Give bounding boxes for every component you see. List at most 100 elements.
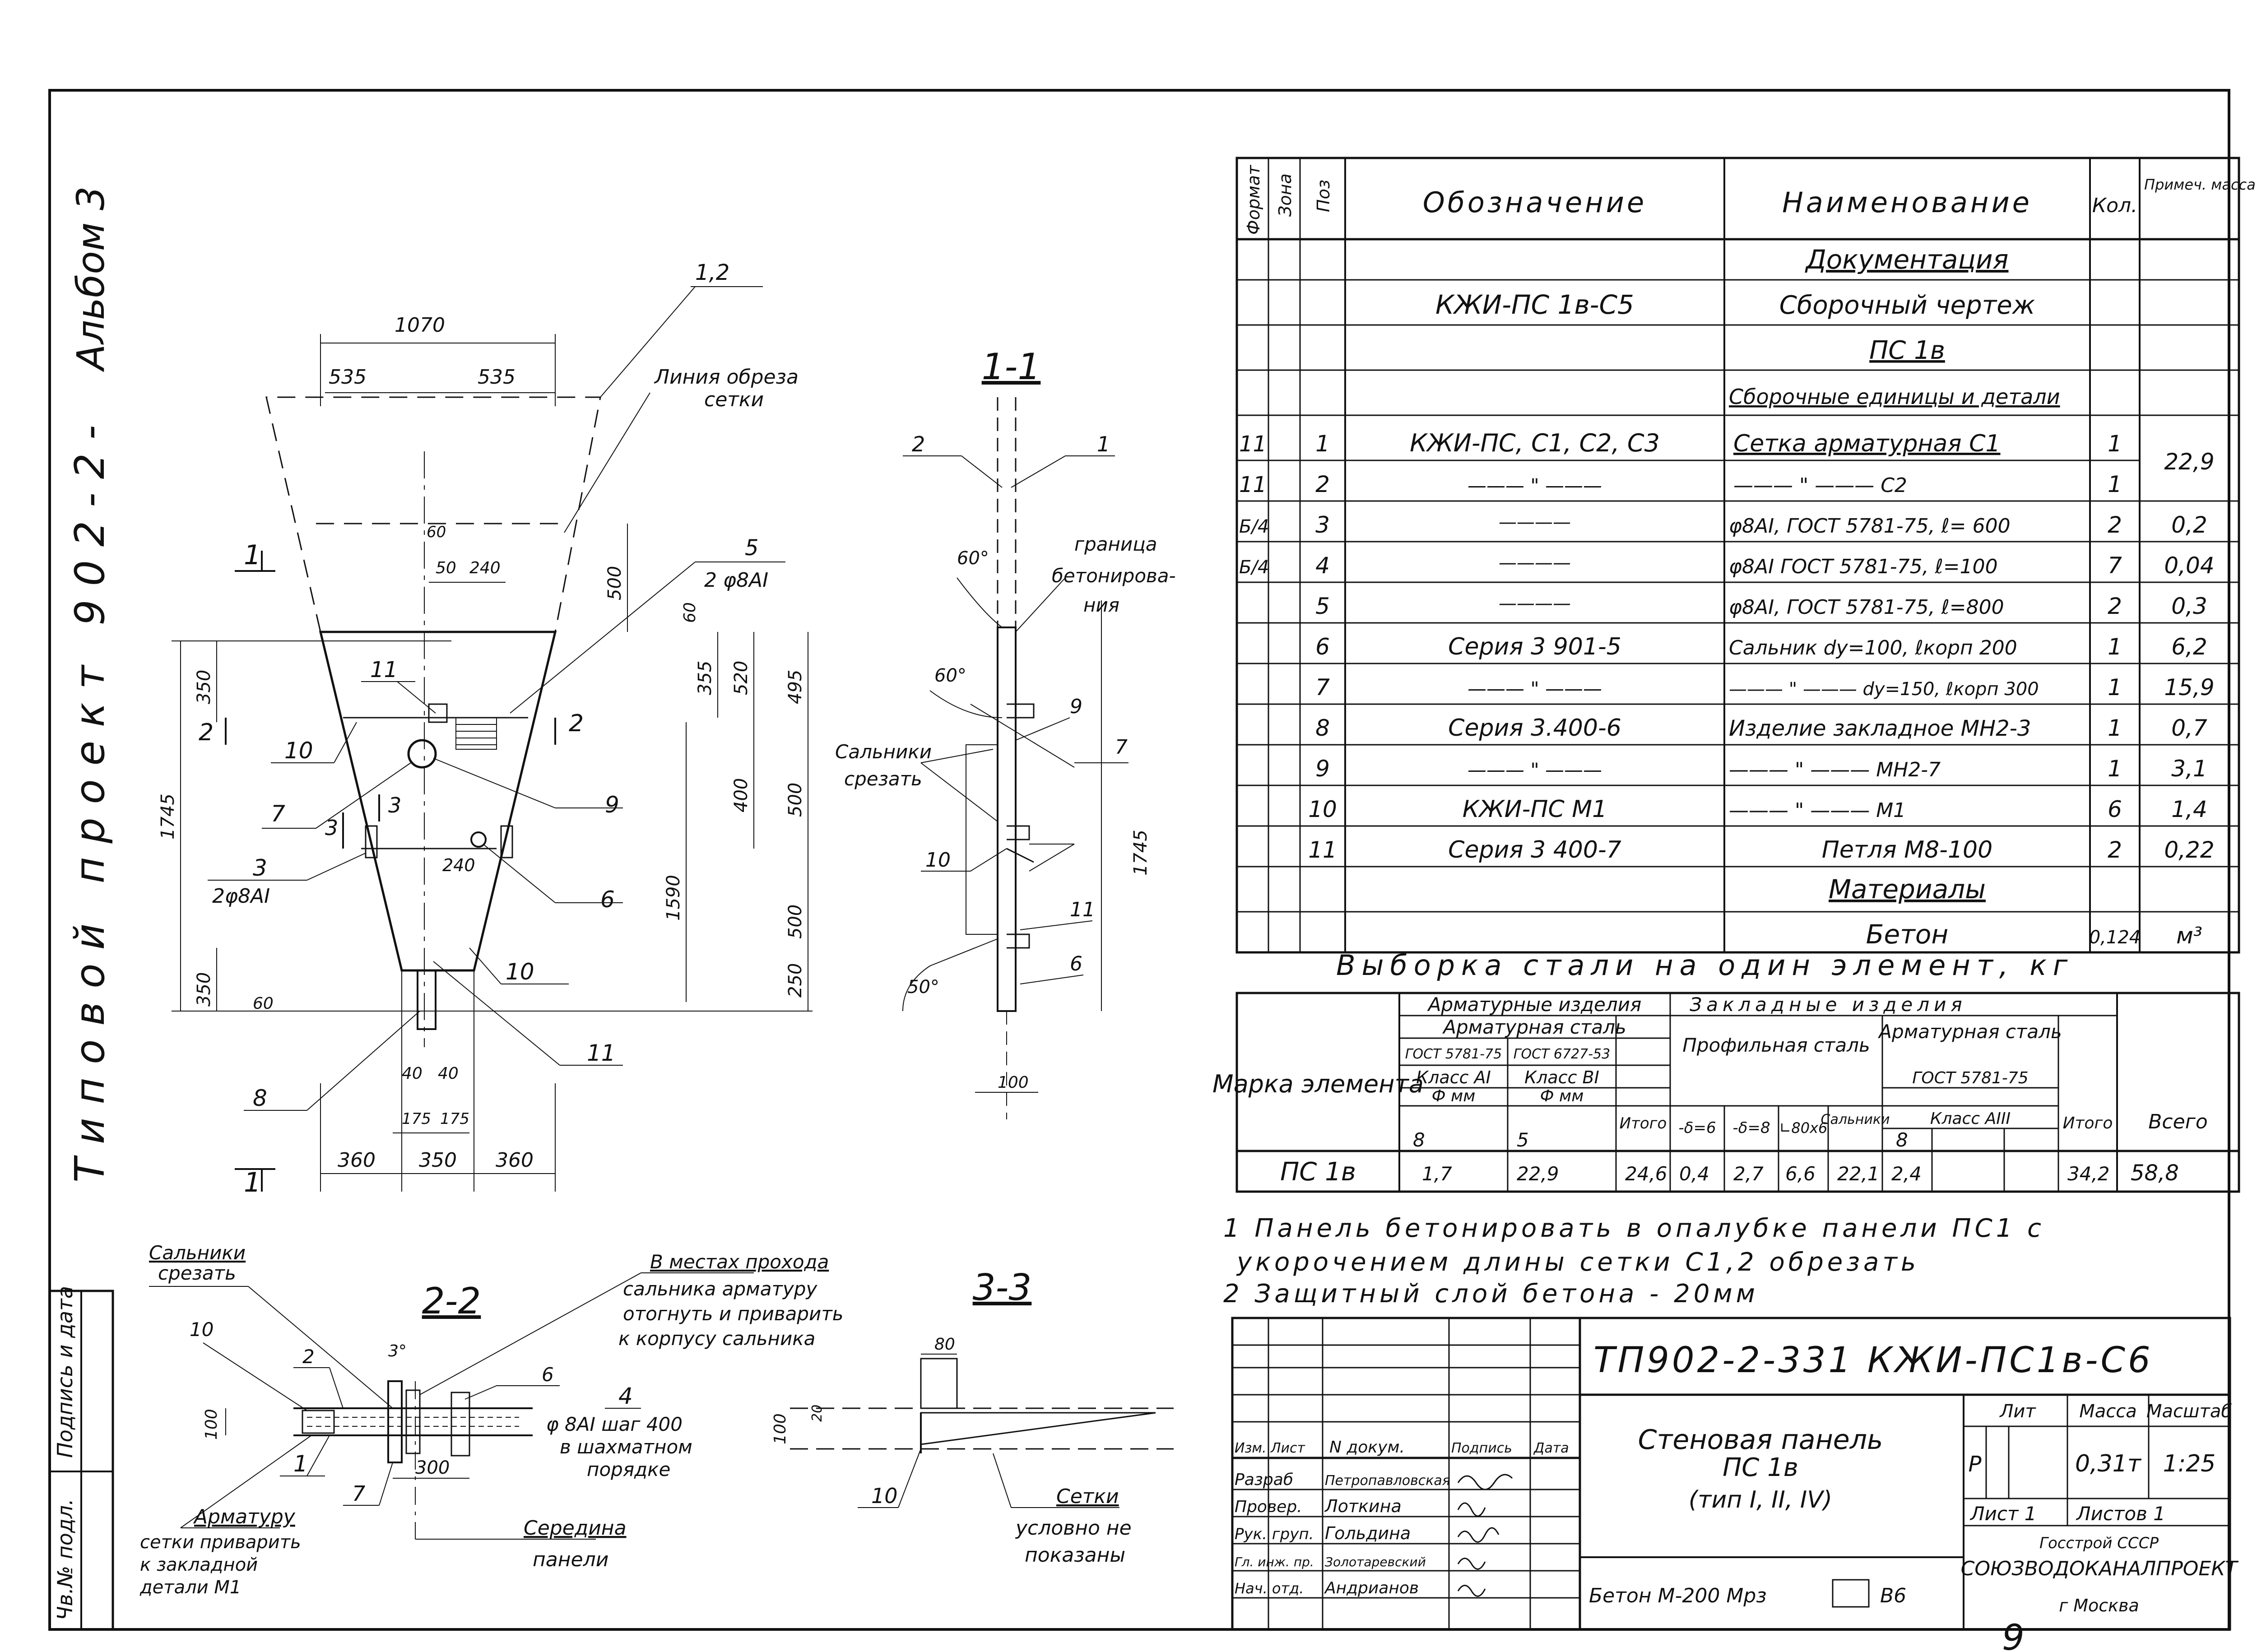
note-1: 1 Панель бетонировать в опалубке панели … bbox=[1223, 1214, 2045, 1243]
svg-text:500: 500 bbox=[785, 905, 806, 939]
side-inv-no: Чв.№ подл. bbox=[53, 1499, 77, 1620]
spec-concrete: Бетон bbox=[1866, 919, 1949, 950]
spec-h-zone: Зона bbox=[1275, 173, 1295, 217]
svg-text:Сальники: Сальники bbox=[149, 1242, 246, 1264]
svg-text:6: 6 bbox=[1070, 952, 1082, 975]
svg-text:Класс ВI: Класс ВI bbox=[1524, 1067, 1599, 1087]
svg-text:КЖИ-ПС, С1, С2, С3: КЖИ-ПС, С1, С2, С3 bbox=[1410, 429, 1660, 457]
svg-text:58,8: 58,8 bbox=[2131, 1160, 2179, 1186]
svg-text:Лоткина: Лоткина bbox=[1324, 1496, 1402, 1516]
svg-text:0,31т: 0,31т bbox=[2075, 1450, 2142, 1477]
svg-text:1,7: 1,7 bbox=[1422, 1163, 1452, 1185]
section-3-3: 3-3 80 100 20 10 Сетки условно не показа… bbox=[771, 1267, 1174, 1567]
svg-text:3: 3 bbox=[253, 855, 267, 881]
spec-concrete-unit: м³ bbox=[2176, 923, 2202, 949]
svg-text:2: 2 bbox=[912, 432, 925, 456]
svg-text:срезать: срезать bbox=[844, 768, 922, 790]
spec-h-designation: Обозначение bbox=[1423, 186, 1647, 219]
spec-doc-sub: ПС 1в bbox=[1869, 336, 1945, 365]
svg-text:8: 8 bbox=[1315, 715, 1330, 741]
svg-text:Серия 3.400-6: Серия 3.400-6 bbox=[1448, 715, 1621, 742]
svg-text:1: 1 bbox=[2108, 471, 2122, 497]
svg-text:350: 350 bbox=[419, 1149, 457, 1172]
svg-text:34,2: 34,2 bbox=[2067, 1163, 2110, 1185]
svg-text:Арматурная сталь: Арматурная сталь bbox=[1442, 1016, 1626, 1038]
svg-text:360: 360 bbox=[496, 1149, 534, 1172]
svg-text:Сетка арматурная С1: Сетка арматурная С1 bbox=[1733, 430, 2001, 457]
svg-text:2 φ8АI: 2 φ8АI bbox=[704, 569, 768, 592]
svg-text:175: 175 bbox=[402, 1110, 431, 1128]
svg-text:5: 5 bbox=[1517, 1129, 1529, 1151]
svg-text:————: ———— bbox=[1499, 552, 1571, 573]
svg-text:0,7: 0,7 bbox=[2171, 715, 2207, 741]
svg-text:1745: 1745 bbox=[1130, 830, 1151, 876]
svg-text:20: 20 bbox=[809, 1405, 825, 1422]
svg-text:3°: 3° bbox=[388, 1342, 407, 1360]
svg-text:60: 60 bbox=[427, 523, 446, 541]
svg-text:175: 175 bbox=[440, 1110, 469, 1128]
svg-text:60: 60 bbox=[681, 602, 699, 623]
svg-text:Изм.: Изм. bbox=[1235, 1440, 1267, 1456]
svg-text:40: 40 bbox=[402, 1064, 423, 1083]
svg-text:10: 10 bbox=[190, 1318, 214, 1341]
svg-text:11: 11 bbox=[587, 1040, 616, 1066]
svg-text:100: 100 bbox=[771, 1413, 789, 1444]
svg-text:1: 1 bbox=[2108, 715, 2122, 741]
svg-text:22,9: 22,9 bbox=[1517, 1163, 1559, 1185]
svg-text:Стеновая панель: Стеновая панель bbox=[1638, 1424, 1883, 1456]
svg-text:Линия обреза: Линия обреза bbox=[654, 366, 799, 389]
spec-row-11: 11 Серия 3 400-7 Петля М8-100 2 0,22 bbox=[1308, 836, 2214, 863]
svg-text:5: 5 bbox=[1315, 593, 1330, 619]
svg-text:φ 8АI шаг 400: φ 8АI шаг 400 bbox=[546, 1413, 683, 1435]
svg-text:φ8АI, ГОСТ 5781-75, ℓ= 600: φ8АI, ГОСТ 5781-75, ℓ= 600 bbox=[1729, 515, 2011, 538]
svg-text:9: 9 bbox=[605, 792, 619, 818]
note-1b: укорочением длины сетки С1,2 обрезать bbox=[1236, 1248, 1919, 1277]
svg-text:Андрианов: Андрианов bbox=[1324, 1579, 1419, 1597]
svg-text:520: 520 bbox=[731, 661, 752, 695]
svg-text:11: 11 bbox=[1239, 432, 1267, 457]
svg-text:2: 2 bbox=[302, 1346, 315, 1368]
spec-concrete-qty: 0,124 bbox=[2089, 927, 2141, 948]
svg-text:к закладной: к закладной bbox=[140, 1555, 258, 1575]
spec-section-docs: Документация bbox=[1805, 244, 2009, 275]
svg-text:Закладные изделия: Закладные изделия bbox=[1690, 993, 1966, 1016]
svg-text:∟80x6: ∟80x6 bbox=[1779, 1119, 1828, 1137]
outer-frame bbox=[48, 89, 2230, 1631]
spec-row-7: 7 ——— " ——— ——— " ——— dу=150, ℓкорп 300 … bbox=[1315, 674, 2215, 701]
svg-text:10: 10 bbox=[871, 1484, 898, 1508]
svg-text:Лит: Лит bbox=[1999, 1401, 2036, 1422]
svg-text:8: 8 bbox=[1896, 1129, 1908, 1151]
svg-text:Масса: Масса bbox=[2079, 1401, 2137, 1422]
svg-text:80: 80 bbox=[934, 1335, 955, 1354]
svg-text:1: 1 bbox=[2108, 634, 2122, 660]
spec-h-note: Примеч. масса 1шт.кг bbox=[2144, 176, 2257, 193]
svg-text:панели: панели bbox=[533, 1548, 608, 1571]
svg-text:Арматуру: Арматуру bbox=[193, 1505, 296, 1528]
svg-text:Гл. инж. пр.: Гл. инж. пр. bbox=[1235, 1555, 1314, 1569]
svg-text:ПС 1в: ПС 1в bbox=[1280, 1157, 1356, 1187]
svg-text:Итого: Итого bbox=[1620, 1114, 1667, 1132]
svg-text:Разраб: Разраб bbox=[1235, 1471, 1293, 1489]
svg-text:355: 355 bbox=[695, 661, 715, 695]
spec-section-materials: Материалы bbox=[1829, 874, 1986, 905]
svg-text:3: 3 bbox=[388, 793, 401, 817]
svg-text:ПС 1в: ПС 1в bbox=[1723, 1453, 1798, 1482]
spec-h-name: Наименование bbox=[1782, 186, 2032, 219]
svg-text:-δ=6: -δ=6 bbox=[1678, 1119, 1716, 1137]
svg-text:2: 2 bbox=[1315, 471, 1330, 497]
svg-text:7: 7 bbox=[1115, 736, 1128, 759]
svg-text:9: 9 bbox=[1315, 756, 1330, 782]
svg-text:10: 10 bbox=[284, 738, 313, 764]
spec-row-8: 8 Серия 3.400-6 Изделие закладное МН2-3 … bbox=[1315, 715, 2207, 742]
svg-text:50: 50 bbox=[436, 559, 456, 577]
svg-text:240: 240 bbox=[469, 559, 501, 577]
page-number: 9 bbox=[2002, 1618, 2025, 1652]
svg-text:——— " ——— С2: ——— " ——— С2 bbox=[1733, 474, 1907, 497]
svg-text:1745: 1745 bbox=[158, 794, 178, 840]
svg-text:2,7: 2,7 bbox=[1733, 1163, 1764, 1185]
svg-text:6,6: 6,6 bbox=[1785, 1163, 1816, 1185]
svg-text:В6: В6 bbox=[1880, 1584, 1906, 1607]
svg-text:(тип I, II, IV): (тип I, II, IV) bbox=[1689, 1486, 1832, 1513]
svg-text:детали М1: детали М1 bbox=[139, 1577, 241, 1598]
title-block: Изм. Лист N докум. Подпись Дата Разраб П… bbox=[1231, 1317, 2238, 1631]
